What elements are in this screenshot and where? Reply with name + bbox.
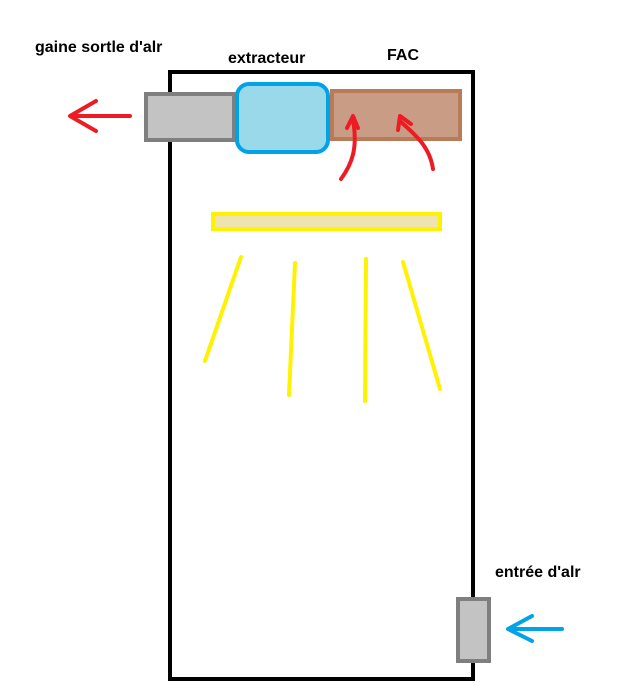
- air-inlet-vent: [456, 597, 491, 663]
- light-ray: [401, 260, 442, 391]
- curved-arrow-up-icon: [396, 114, 435, 171]
- grow-lamp: [211, 212, 442, 231]
- exhaust-duct: [144, 92, 236, 142]
- extractor-fan: [235, 82, 330, 154]
- carbon-filter: [330, 89, 462, 141]
- label-duct-out: gaine sortle d'alr: [35, 39, 162, 56]
- light-rays: [203, 255, 442, 403]
- light-ray: [287, 261, 297, 397]
- arrow-left-icon: [506, 614, 564, 643]
- label-extractor: extracteur: [228, 50, 305, 67]
- arrow-left-icon: [68, 99, 132, 133]
- curved-arrow-up-icon: [339, 114, 360, 181]
- light-ray: [203, 255, 243, 363]
- enclosure-outline: [168, 70, 475, 681]
- light-ray: [363, 257, 368, 403]
- label-air-inlet: entrée d'alr: [495, 564, 581, 581]
- label-filter: FAC: [387, 47, 419, 64]
